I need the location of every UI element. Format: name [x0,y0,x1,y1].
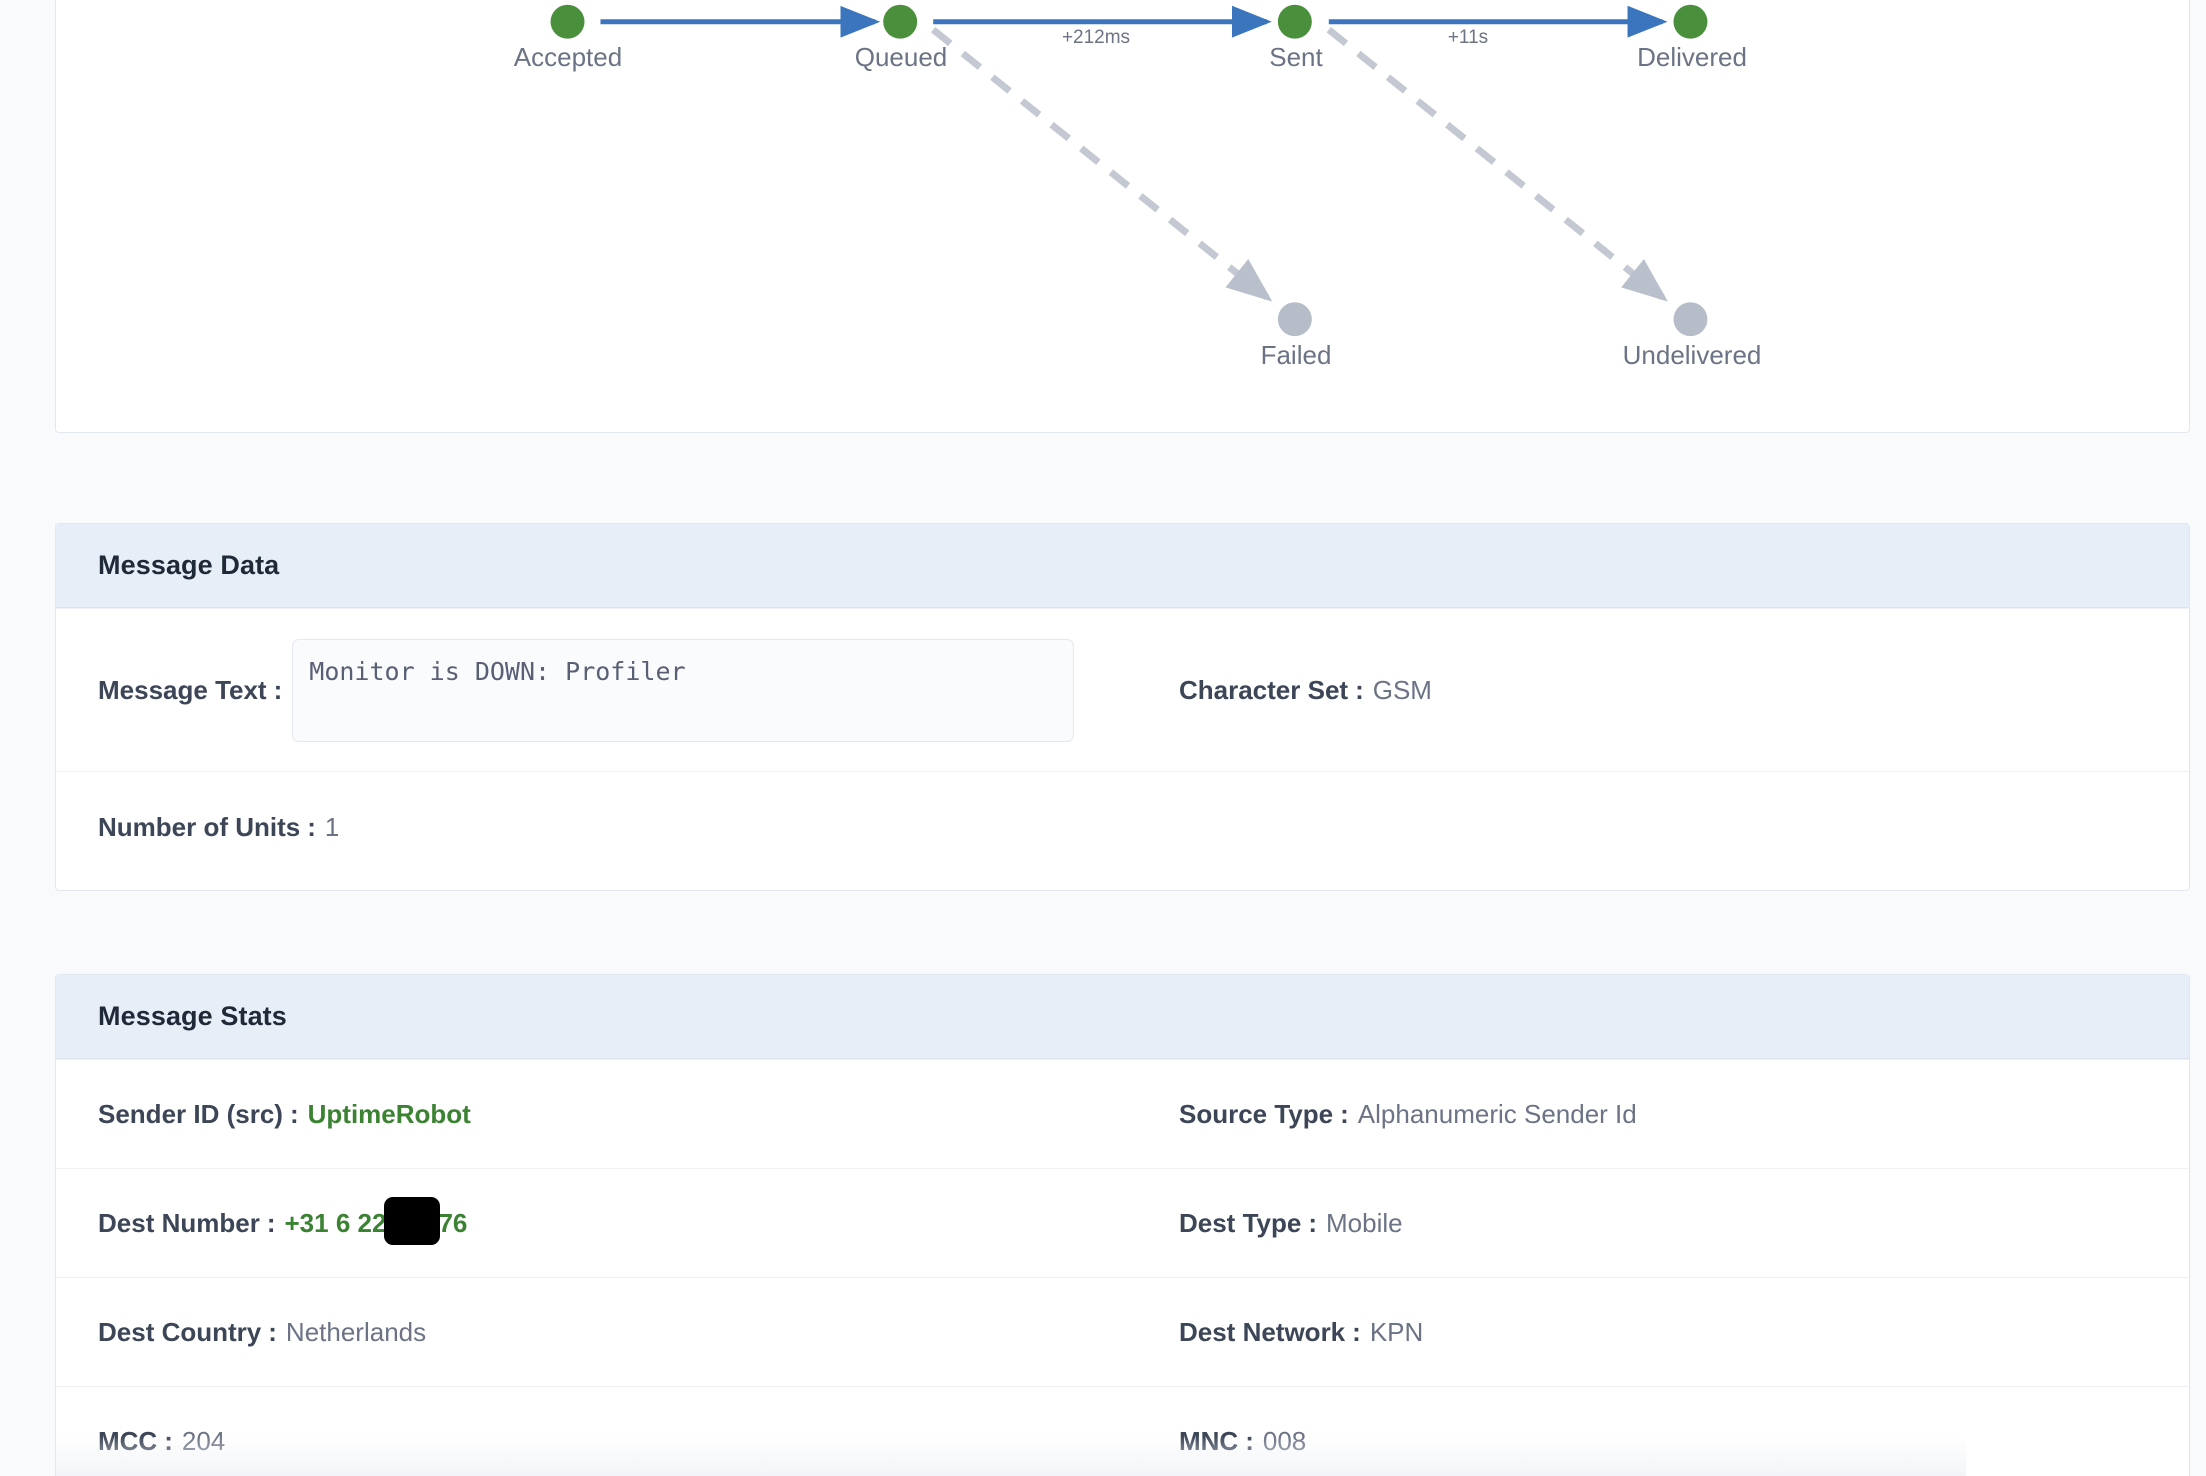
dest-country-cell: Dest Country : Netherlands [56,1317,1137,1348]
sender-id-label: Sender ID (src) [98,1098,283,1129]
dest-number-cell: Dest Number : +31 6 22 76 [56,1197,1137,1247]
number-of-units-row: Number of Units : 1 [56,771,2189,883]
number-of-units-label: Number of Units [98,812,301,842]
dest-type-separator: : [1308,1207,1317,1238]
message-text-box[interactable]: Monitor is DOWN: Profiler [292,638,1075,742]
status-label-failed: Failed [1260,340,1332,370]
source-type-separator: : [1340,1098,1349,1129]
table-row: MCC : 204 MNC : 008 [56,1386,2189,1476]
source-type-value: Alphanumeric Sender Id [1357,1098,1637,1129]
message-stats-title: Message Stats [98,1001,287,1031]
status-flow-card: Accepted Queued Sent Delivered Failed Un… [55,0,2190,433]
status-label-accepted: Accepted [513,42,623,72]
status-label-delivered: Delivered [1637,42,1747,72]
number-of-units-value: 1 [324,812,340,842]
dest-number-value-suffix: 76 [438,1207,468,1238]
mnc-label: MNC [1178,1425,1239,1456]
dest-network-cell: Dest Network : KPN [1137,1317,2189,1348]
dest-network-label: Dest Network [1178,1316,1346,1347]
dest-number-label: Dest Number [98,1207,260,1238]
message-text-row: Message Text : Monitor is DOWN: Profiler… [56,608,2189,771]
redaction-block [384,1197,441,1245]
sender-id-value: UptimeRobot [307,1098,471,1129]
character-set-cell: Character Set : GSM [1137,675,2189,706]
number-of-units-cell: Number of Units : 1 [56,812,1137,843]
character-set-value: GSM [1372,674,1432,705]
dest-country-separator: : [268,1316,277,1347]
sender-id-separator: : [289,1098,299,1129]
message-stats-header: Message Stats [56,975,2189,1059]
dest-country-label: Dest Country [98,1316,262,1347]
dest-type-cell: Dest Type : Mobile [1137,1208,2189,1239]
mnc-cell: MNC : 008 [1137,1426,2189,1457]
message-data-title: Message Data [98,550,280,580]
character-set-label: Character Set [1178,674,1349,705]
source-type-cell: Source Type : Alphanumeric Sender Id [1137,1099,2189,1130]
message-data-card: Message Data Message Text : Monitor is D… [55,523,2190,891]
status-node-sent [1277,4,1312,39]
table-row: Dest Country : Netherlands Dest Network … [56,1277,2189,1386]
message-text-label: Message Text [98,674,267,705]
mcc-separator: : [164,1425,173,1456]
status-flow-diagram [550,4,1708,337]
number-of-units-separator: : [307,812,316,842]
dest-network-separator: : [1352,1316,1361,1347]
mcc-label: MCC [98,1425,158,1456]
message-text-separator: : [273,674,283,705]
dest-type-value: Mobile [1326,1207,1403,1238]
dest-network-value: KPN [1369,1316,1424,1347]
dest-number-separator: : [266,1207,276,1238]
mcc-cell: MCC : 204 [56,1426,1137,1457]
transition-time-sent-delivered: +11s [1447,27,1489,48]
status-node-queued [883,4,918,39]
status-node-undelivered [1673,302,1708,337]
edge-queued-failed [930,26,1273,302]
status-label-undelivered: Undelivered [1622,340,1762,370]
message-data-header: Message Data [56,524,2189,608]
status-label-queued: Queued [854,42,948,72]
table-row: Sender ID (src) : UptimeRobot Source Typ… [56,1059,2189,1168]
mcc-value: 204 [181,1425,226,1456]
edge-sent-undelivered [1326,26,1668,302]
status-node-accepted [550,4,585,39]
message-text-cell: Message Text : Monitor is DOWN: Profiler [56,638,1137,742]
table-row: Dest Number : +31 6 22 76 Dest Type : Mob… [56,1168,2189,1277]
source-type-label: Source Type [1178,1098,1334,1129]
character-set-separator: : [1355,674,1364,705]
status-node-failed [1277,302,1312,337]
sender-id-cell: Sender ID (src) : UptimeRobot [56,1099,1137,1130]
dest-country-value: Netherlands [285,1316,427,1347]
dest-type-label: Dest Type [1178,1207,1302,1238]
mnc-separator: : [1245,1425,1254,1456]
dest-number-value-prefix: +31 6 22 [284,1207,387,1238]
transition-time-queued-sent: +212ms [1061,27,1131,48]
status-node-delivered [1673,4,1708,39]
mnc-value: 008 [1262,1425,1307,1456]
status-label-sent: Sent [1269,42,1323,72]
message-stats-card: Message Stats Sender ID (src) : UptimeRo… [55,974,2190,1476]
